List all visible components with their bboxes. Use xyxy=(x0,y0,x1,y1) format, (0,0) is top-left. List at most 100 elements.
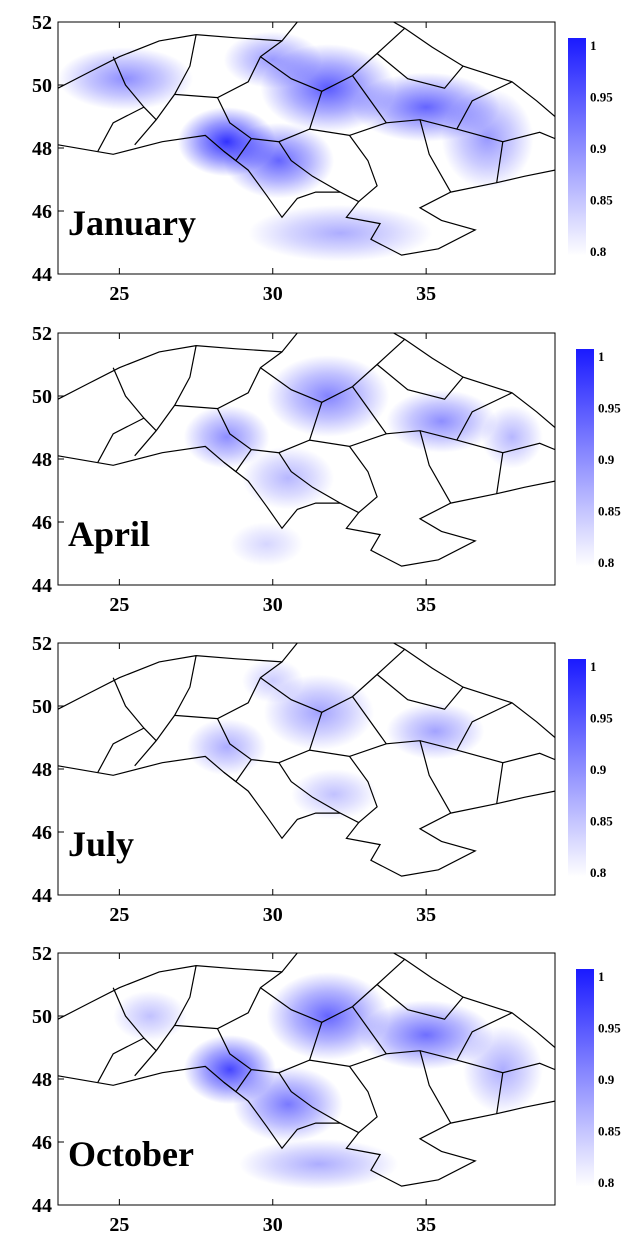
x-tick-label: 35 xyxy=(416,283,436,305)
intensity-blob xyxy=(386,702,485,760)
border-line xyxy=(352,75,387,124)
border-line xyxy=(174,971,283,1030)
intensity-blob xyxy=(242,446,335,510)
y-tick-label: 50 xyxy=(32,386,52,408)
border-line xyxy=(112,56,157,121)
border-line xyxy=(309,91,323,130)
colorbar-tick-label: 0.8 xyxy=(590,244,607,259)
colorbar-tick-label: 0.9 xyxy=(598,452,615,467)
border-line xyxy=(352,1006,387,1055)
y-tick-label: 48 xyxy=(32,449,52,471)
border-line xyxy=(456,702,513,751)
border-line xyxy=(376,364,464,400)
x-tick-label: 25 xyxy=(109,1214,129,1236)
colorbar-tick-label: 0.85 xyxy=(598,504,621,519)
colorbar-tick-label: 0.9 xyxy=(590,141,607,156)
x-tick-label: 30 xyxy=(263,904,283,926)
x-tick-label: 35 xyxy=(416,1214,436,1236)
y-tick-label: 50 xyxy=(32,696,52,718)
y-tick-label: 52 xyxy=(32,943,52,965)
x-tick-label: 25 xyxy=(109,904,129,926)
border-line xyxy=(174,351,283,410)
border-line xyxy=(309,712,323,751)
shaded-field xyxy=(186,658,485,820)
colorbar xyxy=(576,969,594,1187)
border-line xyxy=(278,1072,341,1124)
border-line xyxy=(456,392,513,441)
colorbar-tick-label: 0.8 xyxy=(590,865,607,880)
border-line xyxy=(216,97,555,143)
border-line xyxy=(97,417,145,463)
border-line xyxy=(174,40,283,99)
border-line xyxy=(278,141,341,193)
border-line xyxy=(260,958,406,1023)
y-tick-label: 52 xyxy=(32,12,52,34)
border-line xyxy=(112,367,157,432)
border-line xyxy=(58,643,555,738)
region-borders xyxy=(58,953,555,1187)
y-tick-label: 50 xyxy=(32,1006,52,1028)
colorbar-tick-label: 0.95 xyxy=(590,711,613,726)
intensity-blob xyxy=(183,405,270,469)
border-line xyxy=(496,141,504,183)
y-tick-label: 44 xyxy=(32,1195,52,1217)
border-line xyxy=(456,1012,513,1061)
border-line xyxy=(349,756,378,824)
intensity-blob xyxy=(113,990,187,1042)
colorbar xyxy=(568,659,586,877)
border-line xyxy=(278,762,341,814)
border-line xyxy=(260,338,406,403)
y-tick-label: 46 xyxy=(32,1132,52,1154)
border-line xyxy=(223,759,252,783)
intensity-blob xyxy=(223,122,335,199)
border-line xyxy=(419,740,452,814)
intensity-blob xyxy=(186,718,267,776)
border-line xyxy=(278,452,341,504)
y-tick-label: 44 xyxy=(32,264,52,286)
colorbar-tick-label: 0.95 xyxy=(598,401,621,416)
intensity-blob xyxy=(441,88,534,189)
x-tick-label: 25 xyxy=(109,594,129,616)
intensity-blob xyxy=(266,355,390,437)
month-label: October xyxy=(68,1134,194,1174)
border-line xyxy=(309,1022,323,1061)
border-line xyxy=(174,661,283,720)
y-tick-label: 48 xyxy=(32,1069,52,1091)
colorbar-tick-label: 0.85 xyxy=(590,193,613,208)
border-line xyxy=(352,386,387,435)
border-line xyxy=(58,134,555,256)
border-line xyxy=(58,1065,555,1187)
border-line xyxy=(216,718,555,764)
x-tick-label: 25 xyxy=(109,283,129,305)
month-label: July xyxy=(68,824,134,864)
border-line xyxy=(349,135,378,203)
border-line xyxy=(97,727,145,773)
intensity-blob xyxy=(239,1138,399,1190)
x-tick-label: 30 xyxy=(263,283,283,305)
y-tick-label: 52 xyxy=(32,633,52,655)
border-line xyxy=(456,81,513,130)
y-tick-label: 50 xyxy=(32,75,52,97)
month-label: April xyxy=(68,514,150,554)
region-borders xyxy=(58,643,555,877)
border-line xyxy=(97,106,145,152)
colorbar xyxy=(576,349,594,567)
border-line xyxy=(419,119,452,193)
colorbar-tick-label: 0.85 xyxy=(598,1124,621,1139)
border-line xyxy=(97,1037,145,1083)
border-line xyxy=(112,677,157,742)
intensity-blob xyxy=(58,47,193,111)
border-line xyxy=(58,333,555,428)
intensity-blob xyxy=(248,204,433,262)
border-line xyxy=(376,53,464,89)
border-line xyxy=(58,22,555,117)
border-line xyxy=(260,648,406,713)
y-tick-label: 46 xyxy=(32,512,52,534)
border-line xyxy=(419,430,452,504)
colorbar-tick-label: 1 xyxy=(590,659,597,674)
border-line xyxy=(349,1066,378,1134)
